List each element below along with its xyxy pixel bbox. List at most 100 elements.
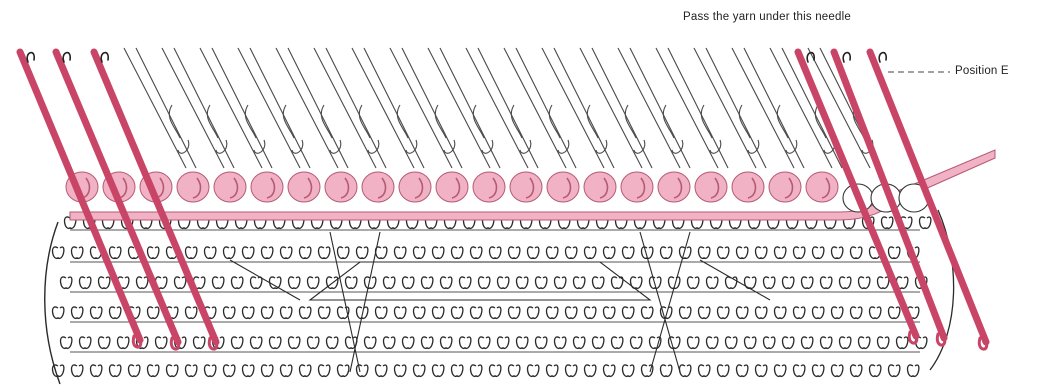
knit-stitch [821,277,832,288]
knit-stitch [186,307,197,318]
knit-stitch [270,337,281,348]
knit-stitch [859,337,870,348]
knit-stitch [129,365,140,376]
knit-stitch [319,247,330,258]
needle-eye-left [63,53,70,62]
knit-stitch [832,247,843,258]
knit-stitch [433,365,444,376]
position-e-label: Position E [955,65,1009,77]
knit-stitch [851,307,862,318]
knit-stitch [452,365,463,376]
knit-stitch [726,337,737,348]
knit-stitch [414,247,425,258]
knit-stitch [156,337,167,348]
knit-stitch [118,337,129,348]
knit-stitch [547,247,558,258]
needle-eye-left [101,53,108,62]
knit-stitch [897,337,908,348]
knit-stitch [699,365,710,376]
knit-stitch [327,337,338,348]
knit-stitch [783,277,794,288]
knit-stitch [517,337,528,348]
needle-shaft [732,48,794,168]
machine-needles [124,48,880,168]
knit-stitch [813,365,824,376]
knit-stitch [376,247,387,258]
knit-stitch [308,337,319,348]
cable-line [350,232,380,372]
knit-stitch [870,365,881,376]
knit-stitch [802,277,813,288]
knit-stitch [384,277,395,288]
knit-stitch [433,247,444,258]
knit-stitch [604,247,615,258]
needle-shaft [656,48,718,168]
knit-stitch [745,337,756,348]
needle-shaft [390,48,452,168]
knit-stitch [490,307,501,318]
knit-stitch [338,365,349,376]
knit-stitch [528,247,539,258]
knit-stitch [604,307,615,318]
knit-stitch [281,365,292,376]
knit-stitch [813,307,824,318]
highlighted-needles [20,52,987,349]
knit-stitch [566,247,577,258]
knit-stitch [224,307,235,318]
knit-stitch [718,307,729,318]
knit-stitch [794,307,805,318]
knit-stitch [612,337,623,348]
knit-stitch [300,307,311,318]
knit-stitch [281,247,292,258]
knit-stitch [555,277,566,288]
knit-stitch [623,307,634,318]
knit-stitch [251,337,262,348]
knit-stitch [699,247,710,258]
knit-stitch [840,337,851,348]
knit-stitch [555,337,566,348]
knit-stitch [224,247,235,258]
knit-stitch [832,307,843,318]
knit-stitch [243,247,254,258]
knit-stitch [585,365,596,376]
knit-stitch [783,337,794,348]
knit-stitch [471,365,482,376]
knit-stitch [224,365,235,376]
needle-shaft [352,48,414,168]
knit-stitch [167,365,178,376]
knit-stitch [319,365,330,376]
knit-stitch [262,307,273,318]
cable-line [700,260,770,300]
knit-stitch [61,277,72,288]
knit-stitch [395,247,406,258]
knit-stitch [61,337,72,348]
knit-stitch [707,337,718,348]
knit-stitch [300,247,311,258]
knit-stitch [91,365,102,376]
knit-stitch [376,365,387,376]
knit-stitch [536,277,547,288]
knit-stitch [479,337,490,348]
cable-line [230,260,300,300]
knit-stitch [186,247,197,258]
knit-stitch [764,277,775,288]
knit-stitch [726,277,737,288]
knit-stitch [471,247,482,258]
knit-stitch [205,365,216,376]
knit-stitch [859,277,870,288]
knit-stitch [251,277,262,288]
knit-stitch [509,307,520,318]
knit-stitch [186,365,197,376]
knit-stitch [794,365,805,376]
knit-stitch [851,365,862,376]
knit-stitch [566,365,577,376]
knit-stitch [346,277,357,288]
knit-stitch [99,277,110,288]
knit-stitch [110,365,121,376]
knit-stitch [498,337,509,348]
knit-stitch [384,337,395,348]
knit-stitch [403,337,414,348]
needle-shaft [162,48,224,168]
